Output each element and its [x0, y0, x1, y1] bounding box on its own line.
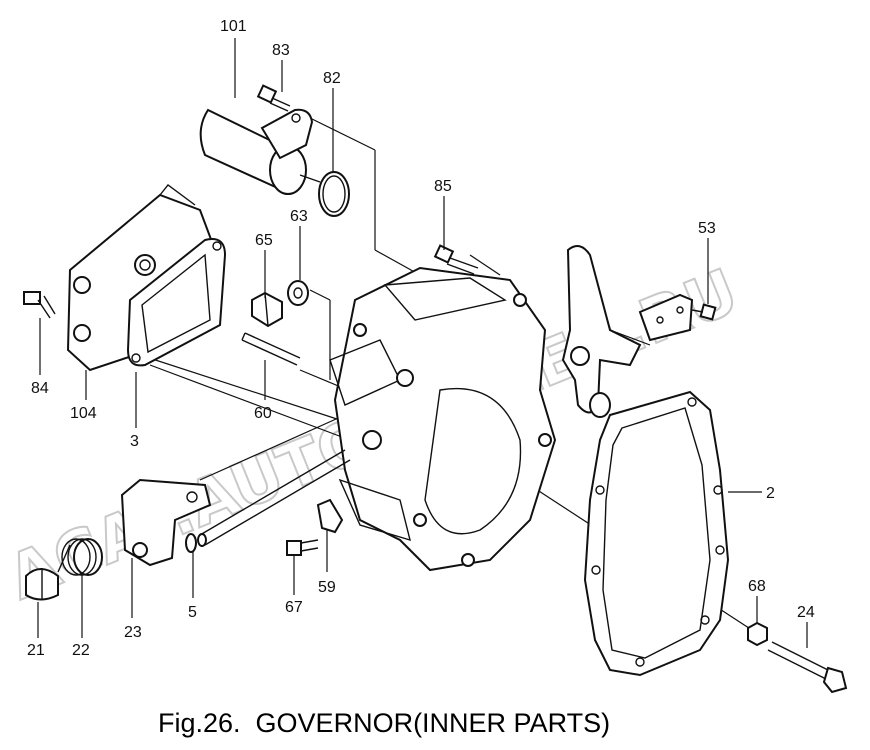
leader-lines — [37, 38, 808, 648]
lever-bracket-part-53 — [561, 245, 717, 418]
bolt-part-83 — [256, 84, 291, 112]
label-2: 2 — [766, 485, 775, 502]
governor-housing — [329, 266, 557, 572]
o-ring-part-82 — [318, 171, 350, 217]
nut-part-68 — [747, 621, 768, 647]
plate-part-59 — [316, 498, 344, 534]
label-63: 63 — [290, 208, 308, 225]
label-83: 83 — [272, 42, 290, 59]
lever-part-23 — [120, 478, 212, 567]
gasket-part-2 — [583, 390, 730, 677]
label-53: 53 — [698, 220, 716, 237]
gasket-part-3 — [126, 238, 227, 367]
label-5: 5 — [188, 604, 197, 621]
bolt-part-85 — [433, 244, 479, 275]
figure-caption: Fig.26. GOVERNOR(INNER PARTS) — [158, 708, 610, 738]
plug-part-65 — [251, 291, 283, 328]
label-22: 22 — [72, 642, 90, 659]
label-3: 3 — [130, 433, 139, 450]
part-labels: 101 83 82 85 63 65 53 84 104 60 3 2 59 6… — [27, 18, 815, 659]
solenoid-part-101 — [199, 108, 321, 195]
bolt-part-24 — [767, 641, 848, 694]
label-21: 21 — [27, 642, 45, 659]
label-84: 84 — [31, 380, 49, 397]
label-24: 24 — [797, 604, 815, 621]
washer-part-63 — [287, 280, 309, 306]
label-82: 82 — [323, 70, 341, 87]
o-ring-part-82-inner — [322, 175, 346, 213]
governor-shaft — [197, 449, 351, 547]
label-104: 104 — [70, 405, 97, 422]
label-67: 67 — [285, 599, 303, 616]
label-60: 60 — [254, 405, 272, 422]
o-ring-part-5 — [185, 533, 197, 553]
washer-part-63-hole — [293, 287, 303, 299]
label-59: 59 — [318, 579, 336, 596]
spring-part-22 — [57, 538, 103, 576]
label-23: 23 — [124, 624, 142, 641]
label-68: 68 — [748, 578, 766, 595]
bolt-part-84 — [23, 291, 56, 319]
cap-part-21 — [25, 568, 59, 601]
label-101: 101 — [220, 18, 247, 35]
label-85: 85 — [434, 178, 452, 195]
label-65: 65 — [255, 232, 273, 249]
stud-part-60 — [241, 332, 301, 366]
bolt-part-67 — [286, 539, 319, 556]
